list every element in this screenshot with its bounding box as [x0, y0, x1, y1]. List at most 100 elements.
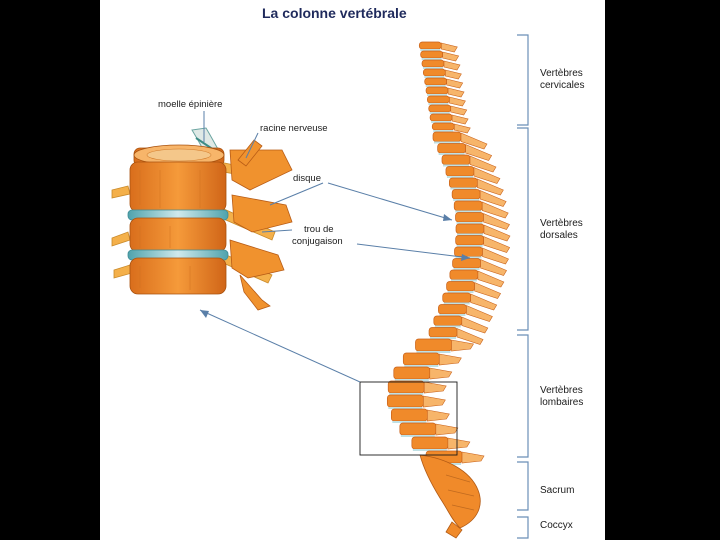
intervertebral-disc — [404, 365, 439, 367]
spinous-process — [479, 190, 507, 207]
vertebra-body — [455, 235, 485, 246]
intervertebral-disc — [447, 291, 474, 293]
spinous-process — [466, 305, 493, 322]
label-lumbar-line2: lombaires — [540, 397, 584, 408]
vertebra-body — [449, 177, 478, 188]
lumbar-bracket — [517, 334, 529, 458]
vertebra-body — [455, 223, 485, 234]
vertebra-body — [452, 258, 481, 269]
vertebra-body — [428, 327, 458, 338]
spinous-process — [435, 423, 459, 436]
coccyx — [445, 521, 463, 539]
spinous-process — [438, 353, 462, 366]
label-coccyx: Coccyx — [540, 520, 573, 531]
sacrum — [419, 454, 481, 529]
arrowheads — [200, 214, 470, 318]
vertebra-body — [451, 189, 481, 200]
vertebra-body — [433, 315, 463, 326]
label-lumbar-line1: Vertèbres — [540, 385, 583, 396]
intervertebral-disc — [443, 164, 469, 167]
spinous-process — [483, 224, 511, 242]
vertebra-body — [421, 59, 445, 68]
intervertebral-disc — [453, 268, 480, 270]
sacrum-bracket — [517, 461, 529, 511]
intervertebral-disc — [423, 67, 443, 69]
intervertebral-disc — [428, 103, 449, 105]
spinous-process — [451, 339, 474, 352]
intervertebral-disc — [430, 337, 457, 339]
vertebra-body — [415, 338, 452, 352]
spinous-process — [480, 259, 507, 276]
vertebra-body — [390, 408, 428, 422]
intervertebral-disc — [443, 302, 470, 305]
foramen-leader — [261, 229, 293, 233]
vertebra-body — [429, 113, 453, 122]
spinous-process — [429, 367, 453, 380]
vertebra-processes — [229, 139, 293, 311]
vertebra-body — [428, 104, 452, 113]
intervertebral-disc — [400, 435, 435, 437]
full-spine — [386, 41, 511, 465]
vertebra-body — [418, 41, 442, 50]
intervertebral-disc — [438, 153, 465, 155]
leader-lines — [199, 111, 471, 383]
intervertebral-disc — [433, 141, 460, 144]
spinous-process — [423, 381, 447, 394]
spinous-process — [442, 51, 460, 62]
vertebra-body — [402, 352, 440, 366]
vertebra-body — [446, 281, 475, 292]
label-foramen-line1: trou de — [304, 224, 334, 235]
label-dorsal-line2: dorsales — [540, 230, 578, 241]
spinous-process — [449, 96, 466, 107]
intervertebral-disc — [455, 210, 482, 213]
intervertebral-disc — [433, 130, 454, 132]
label-disc: disque — [293, 173, 321, 184]
spinous-process — [473, 167, 501, 184]
vertebra-body — [453, 200, 483, 211]
spinous-process — [451, 114, 469, 125]
cervical-bracket — [517, 34, 529, 126]
vertebra-body — [431, 122, 455, 131]
zoom-arrowhead — [200, 310, 209, 318]
intervertebral-disc — [439, 314, 466, 316]
label-sacrum: Sacrum — [540, 485, 575, 496]
page-title: La colonne vertébrale — [262, 5, 407, 21]
label-spinal-cord: moelle épinière — [158, 99, 223, 110]
intervertebral-disc — [416, 351, 451, 353]
spinous-process — [465, 144, 493, 161]
spinous-process — [482, 247, 509, 265]
zoom-leader — [199, 309, 361, 383]
intervertebral-disc — [392, 421, 427, 423]
spinous-process — [481, 201, 509, 219]
intervertebral-disc — [434, 325, 461, 328]
spinous-process — [447, 437, 471, 450]
spinous-process — [445, 69, 462, 80]
vertebral-bodies — [127, 144, 229, 295]
spinous-process — [443, 60, 461, 71]
vertebra-body — [424, 77, 448, 86]
intervertebral-disc — [425, 85, 446, 87]
vertebra-body — [441, 154, 471, 165]
vertebra-body — [445, 166, 475, 177]
intervertebral-disc — [450, 187, 477, 190]
spinous-process — [441, 42, 458, 53]
spinous-process — [483, 213, 510, 230]
label-cervical-line1: Vertèbres — [540, 68, 583, 79]
spinous-process — [423, 395, 446, 408]
spinous-process — [460, 132, 488, 150]
intervertebral-disc — [450, 279, 477, 282]
vertebra-body — [427, 95, 450, 104]
vertebra-body — [399, 422, 437, 436]
spinous-process — [456, 328, 484, 345]
label-foramen-line2: conjugaison — [292, 236, 343, 247]
region-brackets — [517, 34, 529, 539]
nerve-root-leader — [245, 132, 259, 159]
coccyx-bracket — [517, 516, 529, 539]
vertebra-body — [386, 394, 424, 408]
label-nerve-root: racine nerveuse — [260, 123, 328, 134]
label-cervical-line2: cervicales — [540, 80, 585, 91]
intervertebral-disc — [431, 121, 452, 123]
spinous-process — [477, 178, 504, 196]
